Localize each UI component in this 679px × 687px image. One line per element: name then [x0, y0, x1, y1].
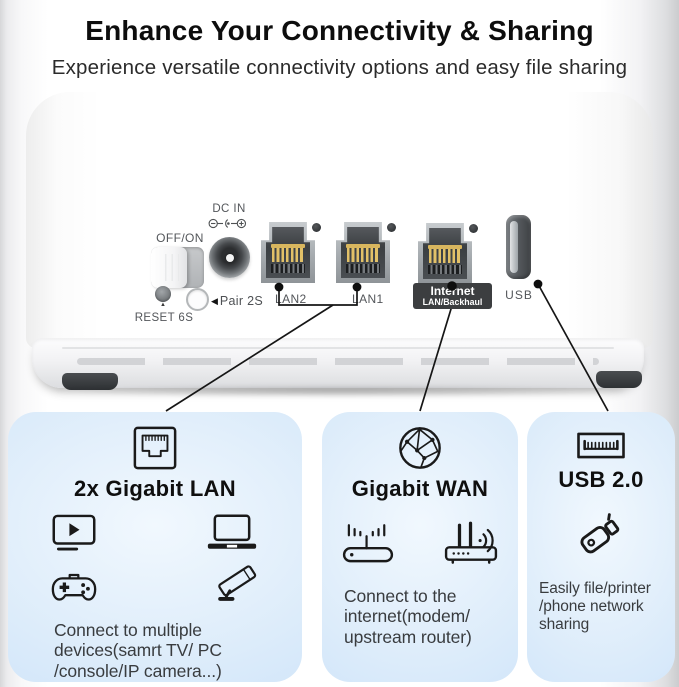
reset-marker: ▲: [160, 302, 166, 308]
internet-port: [418, 223, 472, 284]
page-title: Enhance Your Connectivity & Sharing: [85, 15, 594, 46]
power-switch: [151, 247, 204, 288]
card-gigabit-lan-title: 2x Gigabit LAN: [74, 476, 236, 501]
internet-port-teeth: [428, 265, 462, 274]
lan2-port: [261, 222, 315, 283]
base-vents: [77, 358, 599, 365]
lan1-led-hole: [387, 223, 396, 232]
dc-in-label: DC IN: [212, 203, 246, 215]
usb-port-tongue: [510, 221, 518, 273]
pair-text: Pair 2S: [219, 294, 264, 308]
usb-label: USB: [505, 288, 533, 302]
pair-arrow-icon: ◀: [211, 295, 218, 306]
smart-tv-icon: [52, 514, 96, 551]
card-gigabit-lan-description: Connect to multiple devices(samrt TV/ PC…: [54, 620, 222, 681]
usb-flash-drive-icon: [580, 513, 620, 554]
power-switch-knob: [151, 247, 187, 288]
card-gigabit-lan: 2x Gigabit LAN: [8, 412, 302, 682]
internet-led-hole: [469, 224, 478, 233]
dc-in-jack: [209, 237, 250, 278]
card-gigabit-wan: Gigabit WAN: [322, 412, 518, 682]
pair-label: ◀ Pair 2S: [211, 294, 263, 308]
internet-badge-line1: Internet: [430, 283, 475, 298]
reset-button: [155, 286, 171, 302]
modem-icon: [342, 524, 394, 563]
lan2-label: LAN2: [275, 292, 307, 306]
usb-port-icon: [577, 432, 625, 459]
router-foot-right: [596, 371, 642, 388]
wifi-router-icon: [444, 521, 498, 564]
base-groove: [62, 347, 614, 349]
gamepad-icon: [51, 573, 97, 601]
lan1-port-pins: [346, 244, 380, 262]
card-usb-title: USB 2.0: [558, 467, 644, 492]
laptop-icon: [207, 514, 257, 549]
dc-polarity-icon: [208, 218, 247, 229]
wan-devices-row: [341, 519, 499, 565]
lan2-led-hole: [312, 223, 321, 232]
lan-devices-row1: [51, 513, 259, 552]
reset-label: RESET 6S: [134, 312, 194, 324]
off-on-label: OFF/ON: [156, 231, 204, 245]
internet-badge-line2: LAN/Backhaul: [422, 297, 483, 308]
router-foot-left: [62, 373, 118, 390]
card-gigabit-wan-title: Gigabit WAN: [351, 476, 489, 501]
card-gigabit-wan-description: Connect to the internet(modem/ upstream …: [344, 586, 472, 647]
lan1-port-teeth: [346, 264, 380, 273]
card-usb: USB 2.0 Easily file/printer /phone netwo…: [527, 412, 675, 682]
router-base: [32, 338, 644, 388]
lan2-port-teeth: [271, 264, 305, 273]
lan-devices-row2: [49, 565, 261, 609]
lan1-label: LAN1: [352, 292, 384, 306]
network-globe-icon: [399, 427, 441, 469]
lan1-port: [336, 222, 390, 283]
internet-port-pins: [428, 245, 462, 263]
ip-camera-icon: [218, 565, 257, 601]
card-usb-description: Easily file/printer /phone network shari…: [539, 580, 651, 634]
dc-pin: [225, 253, 234, 262]
page-subtitle: Experience versatile connectivity option…: [51, 56, 628, 79]
usb-port: [506, 215, 531, 279]
ethernet-port-icon: [133, 426, 177, 470]
lan2-port-pins: [271, 244, 305, 262]
pair-button: [186, 288, 209, 311]
